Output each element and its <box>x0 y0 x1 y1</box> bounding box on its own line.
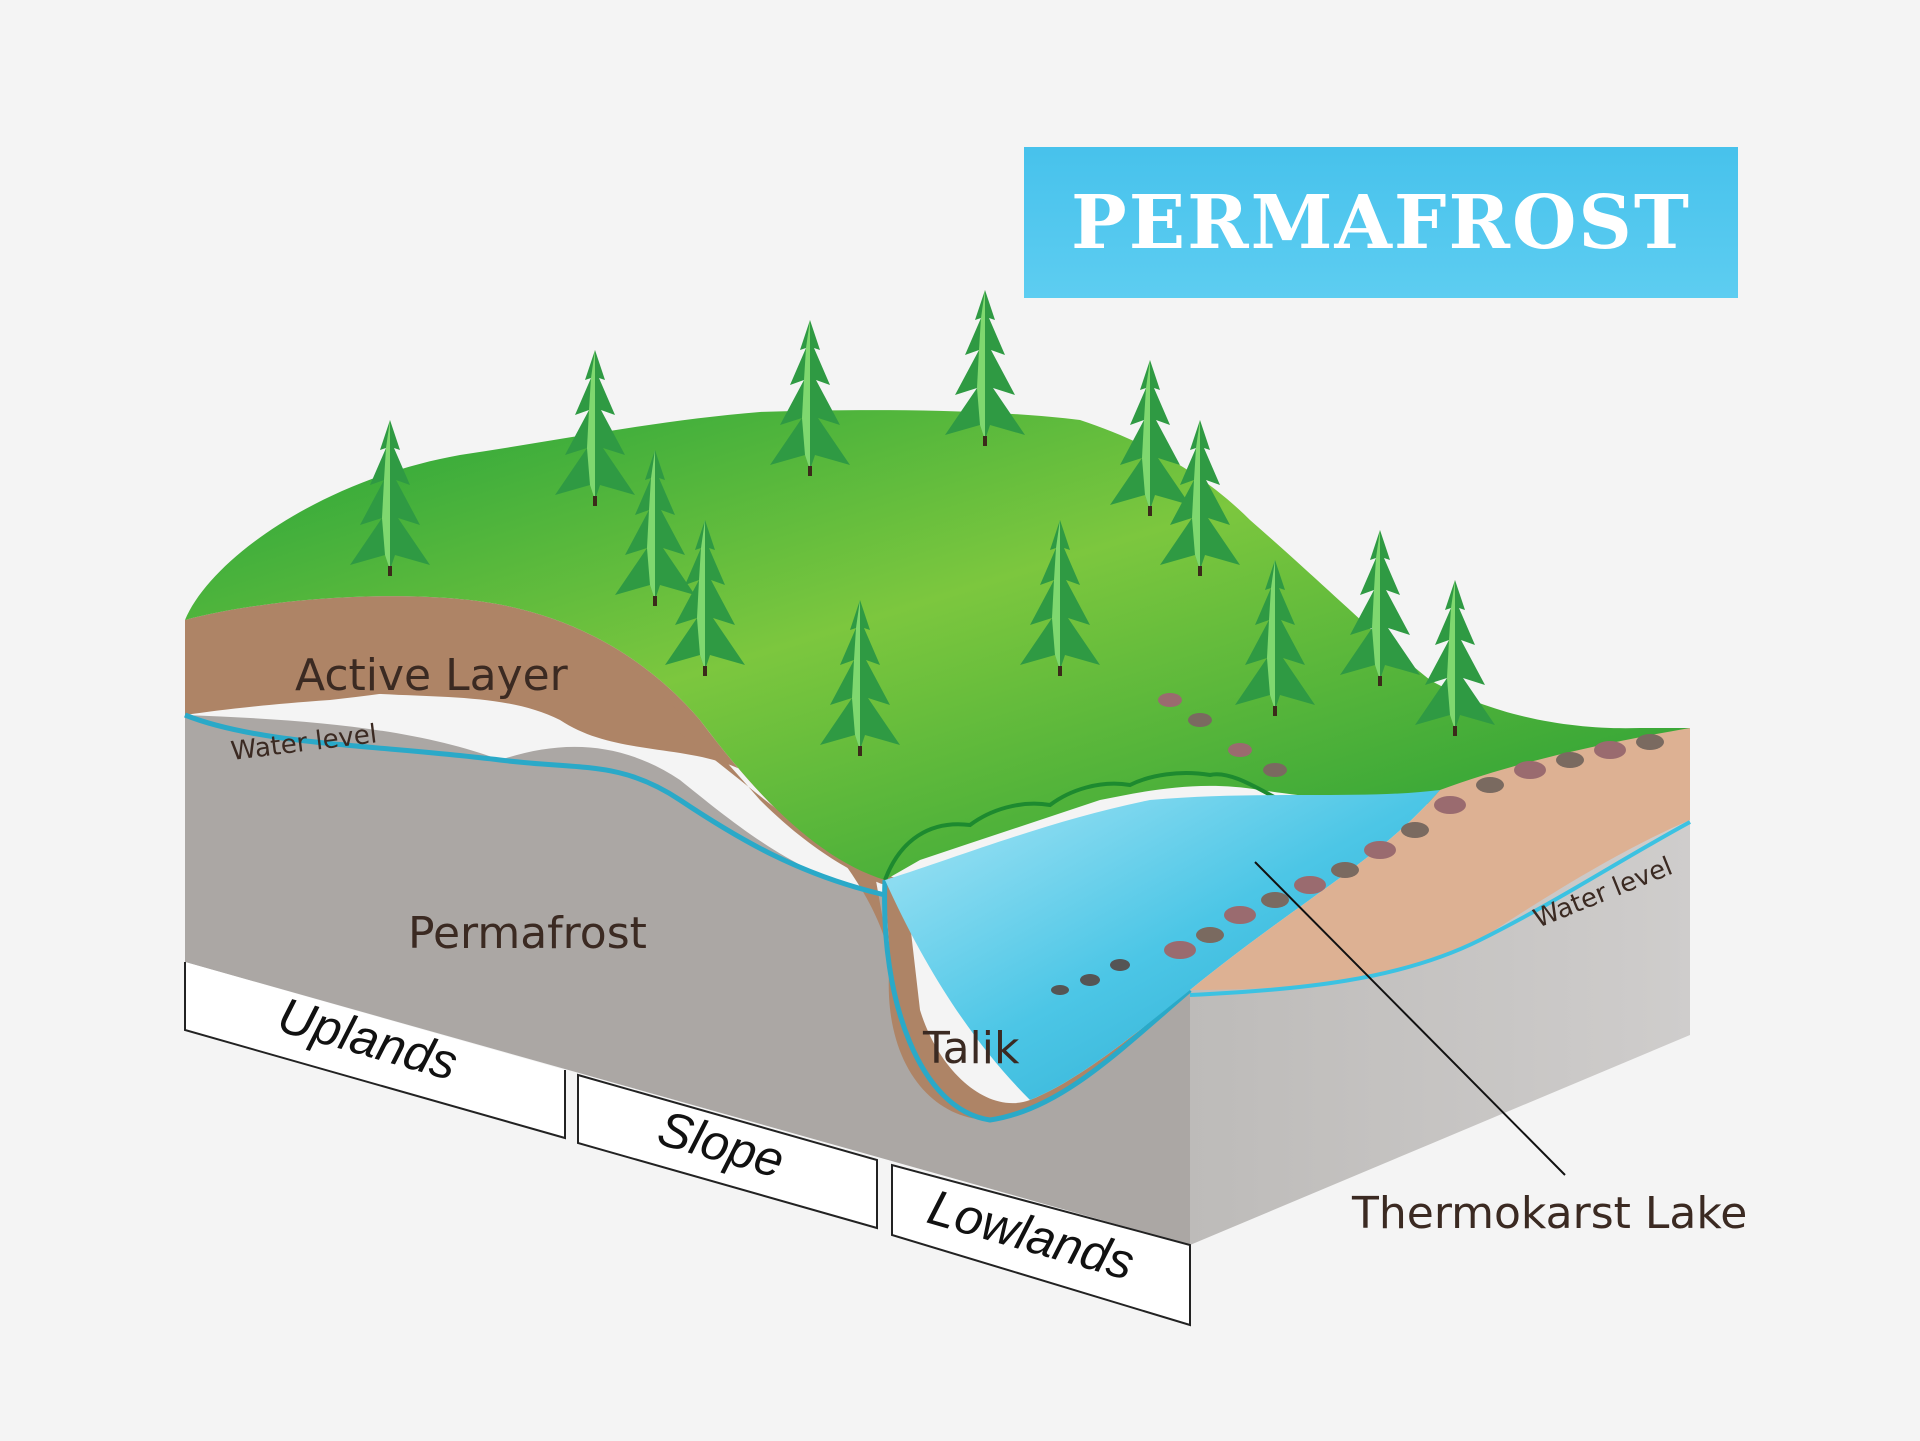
tree-icon <box>555 350 635 506</box>
shore-rocks <box>1051 693 1664 995</box>
diagram-title: PERMAFROST <box>1071 179 1691 266</box>
talik-pocket <box>882 879 1192 1123</box>
thermokarst-leader-line <box>1254 861 1566 1176</box>
active-layer-body <box>185 598 1190 1120</box>
zone-box-uplands <box>184 962 566 1140</box>
tree-icon <box>770 320 850 476</box>
thermokarst-lake <box>885 790 1440 1100</box>
tree-icon <box>1415 580 1495 736</box>
zone-box-lowlands <box>891 1163 1191 1327</box>
label-active-layer: Active Layer <box>295 650 569 701</box>
right-side-face <box>1190 820 1690 1245</box>
title-banner: PERMAFROST <box>1024 147 1738 298</box>
lowlands-sand <box>1190 728 1690 990</box>
label-thermokarst-lake: Thermokarst Lake <box>1351 1188 1747 1239</box>
grass-lumps <box>883 771 1281 881</box>
label-talik: Talik <box>922 1023 1020 1074</box>
water-level-line-left <box>184 712 886 898</box>
zone-box-slope <box>577 1073 878 1230</box>
tree-icon <box>945 290 1025 446</box>
tree-icon <box>1340 530 1420 686</box>
water-level-line-right <box>1189 820 1691 997</box>
grass-surface <box>185 410 1690 880</box>
label-permafrost: Permafrost <box>408 908 647 959</box>
